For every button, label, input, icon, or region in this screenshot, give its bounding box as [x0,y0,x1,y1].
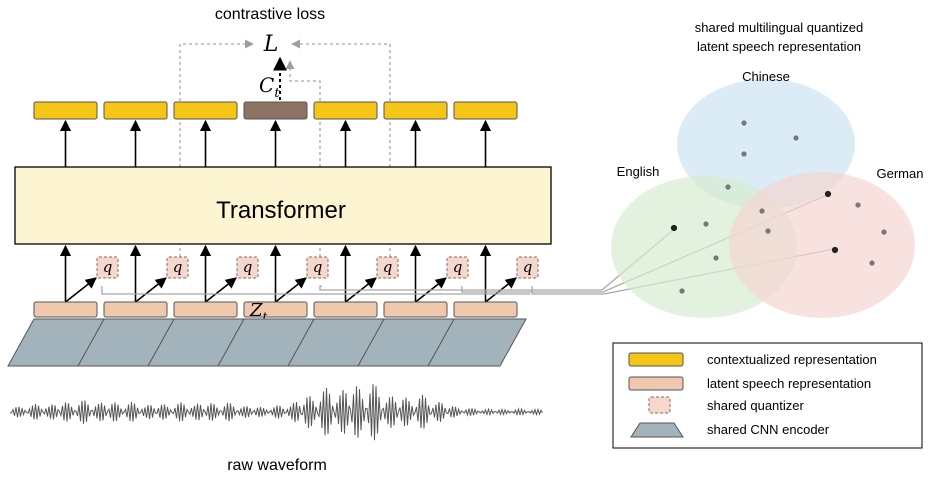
latent-symbol: Zt [249,300,268,324]
quantizer-symbol: q [453,258,463,276]
codebook-dot [759,208,765,214]
legend-swatch-contextualized [628,352,684,367]
loss-symbol: L [263,32,279,57]
cnn-encoder-row [7,318,527,367]
legend-swatch-latent [628,376,684,391]
chinese-label: Chinese [742,69,790,84]
quantizer-symbol: q [243,258,253,276]
legend-label-contextualized: contextualized representation [707,352,877,367]
latent-box [453,301,518,318]
legend-swatch-quantizer [648,396,671,414]
latent-to-quantizer-arrow [65,277,97,303]
quantizer-symbol: q [383,258,393,276]
codebook-dot [793,135,799,141]
loss-routing-lines [179,39,391,257]
codebook-dot [741,151,747,157]
legend-label-encoder: shared CNN encoder [707,422,830,437]
codebook-dot [869,260,875,266]
transformer-block [14,166,552,245]
contrastive-loss-title: contrastive loss [215,6,325,23]
german-label: German [877,166,924,181]
legend-swatch-encoder [630,422,684,438]
context-box [383,101,448,120]
context-box [173,101,238,120]
selected-codebook-dot [670,224,678,232]
latent-box [243,301,308,318]
selected-codebook-dot [824,190,832,198]
positive-path [285,60,321,257]
masked-context-box [243,101,308,120]
quantizer-box [516,256,539,279]
codebook-entries [670,120,887,294]
negative-path-right [291,39,391,257]
german-cluster [729,172,915,318]
quantizer-box [306,256,329,279]
context-box [33,101,98,120]
codebook-dot [679,288,685,294]
transformer-label: Transformer [216,197,346,224]
quantizer-box [96,256,119,279]
latent-box [383,301,448,318]
legend-label-quantizer: shared quantizer [707,398,805,413]
latent-box [103,301,168,318]
codebook-dot [713,255,719,261]
transformer-output-arrows [59,119,492,167]
codebook-dot [725,184,731,190]
codebook-dot [765,228,771,234]
quantizer-box [446,256,469,279]
context-box [103,101,168,120]
quantizer-box [236,256,259,279]
legend-label-latent: latent speech representation [707,376,871,391]
raw-waveform-label: raw waveform [227,457,327,474]
selected-codebook-dot [831,246,839,254]
connector-base [101,286,530,295]
codebook-dot [703,221,709,227]
quantizer-symbol: q [103,258,113,276]
latent-to-quantizer-arrow [135,277,167,303]
latent-row [33,301,518,318]
latent-box [173,301,238,318]
quantizer-symbol: q [173,258,183,276]
negative-path-left [179,39,254,257]
right-title-line1: shared multilingual quantized [695,20,863,35]
right-title-line2: latent speech representation [697,39,861,54]
codebook-dot [741,120,747,126]
context-box [313,101,378,120]
latent-box [313,301,378,318]
contextualized-row [33,101,518,120]
english-label: English [617,164,660,179]
quantizer-symbol: q [523,258,533,276]
quantizer-symbol: q [313,258,323,276]
codebook-dot [855,202,861,208]
latent-to-quantizer-arrow [205,277,237,303]
context-vector-symbol: Ct [259,73,280,101]
quantizer-box [166,256,189,279]
raw-waveform-signal [10,384,543,441]
context-box [453,101,518,120]
codebook-dot [881,229,887,235]
latent-to-quantizer-arrow [275,277,307,303]
cnn-encoder-block [427,318,527,367]
latent-box [33,301,98,318]
quantizer-box [376,256,399,279]
